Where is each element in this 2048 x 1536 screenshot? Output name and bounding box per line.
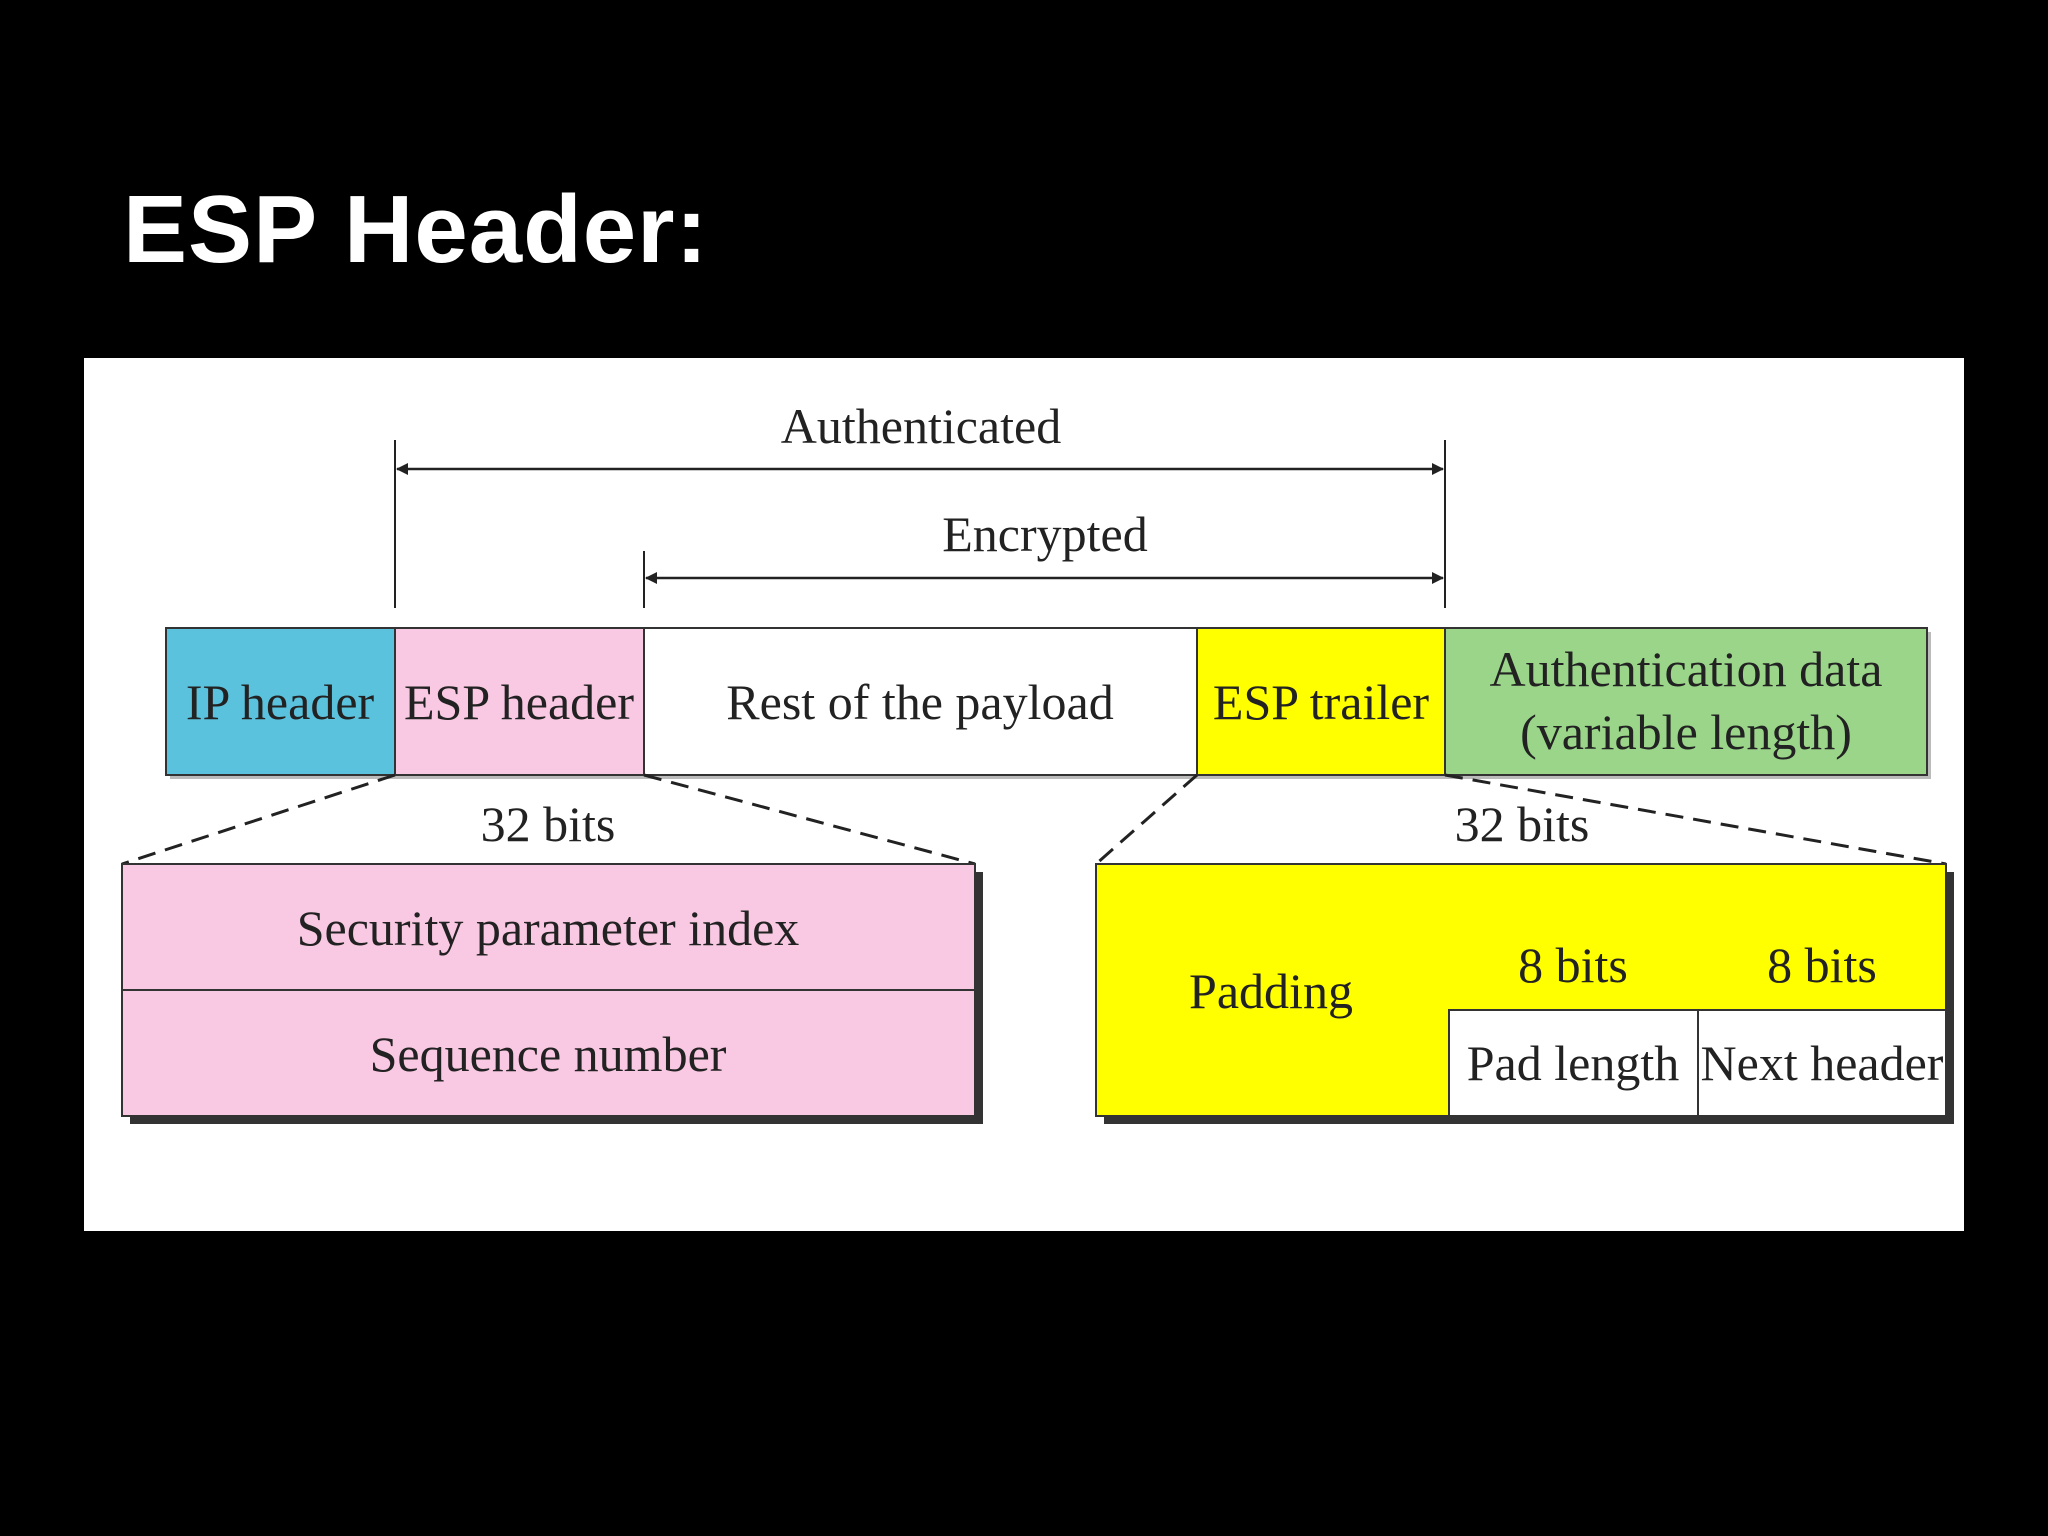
trailer-width-label: 32 bits: [1455, 796, 1590, 852]
auth-data-label-line1: Authentication data: [1490, 641, 1883, 697]
esp-diagram-panel: Authenticated Encrypted IP header ESP he…: [84, 358, 1964, 1231]
auth-data-cell: [1444, 627, 1928, 776]
header-expand-right: [643, 773, 976, 866]
esp-packet-diagram: Authenticated Encrypted IP header ESP he…: [121, 398, 1954, 1124]
encrypted-label: Encrypted: [942, 506, 1147, 562]
next-header-bits-label: 8 bits: [1767, 937, 1877, 993]
header-width-label: 32 bits: [481, 796, 616, 852]
payload-label: Rest of the payload: [726, 674, 1113, 730]
trailer-expand-right: [1444, 773, 1947, 866]
esp-header-label: ESP header: [404, 674, 634, 730]
ip-header-label: IP header: [186, 674, 375, 730]
auth-data-label-line2: (variable length): [1520, 704, 1852, 760]
pad-length-bits-label: 8 bits: [1518, 937, 1628, 993]
authenticated-label: Authenticated: [781, 398, 1061, 454]
ip-header-cell: [165, 627, 396, 776]
sequence-number-label: Sequence number: [370, 1026, 727, 1082]
slide-title: ESP Header:: [123, 176, 709, 283]
next-header-label: Next header: [1701, 1035, 1944, 1091]
trailer-expand-left: [1095, 773, 1198, 866]
padding-label: Padding: [1189, 963, 1353, 1019]
header-expand-left: [121, 773, 396, 866]
pad-length-field: [1448, 1009, 1699, 1117]
sequence-number-field: [121, 989, 976, 1117]
esp-trailer-label: ESP trailer: [1213, 674, 1430, 730]
spi-label: Security parameter index: [297, 900, 800, 956]
esp-header-cell: [394, 627, 645, 776]
pad-length-label: Pad length: [1467, 1035, 1679, 1091]
payload-cell: [643, 627, 1198, 776]
next-header-field: [1697, 1009, 1947, 1117]
